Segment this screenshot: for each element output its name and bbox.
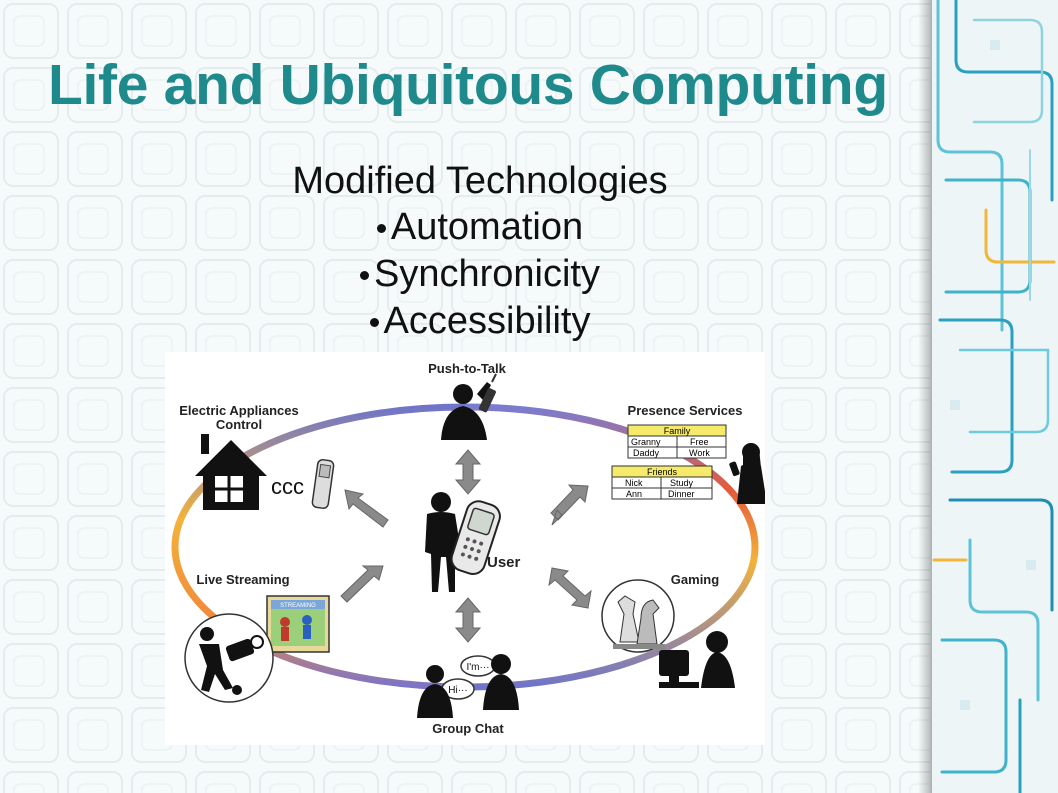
bullet-text: Synchronicity — [374, 253, 600, 295]
walkie-talkie-icon — [478, 373, 497, 413]
bullet-text: Automation — [390, 206, 584, 248]
center-user-label: User — [487, 554, 521, 571]
family-table: Family Granny Free Daddy Work — [627, 424, 727, 459]
node-label-presence-services: Presence Services — [628, 403, 743, 418]
page-edge-shadow — [918, 0, 932, 793]
node-label-push-to-talk: Push-to-Talk — [428, 361, 507, 376]
friends-cell: Dinner — [668, 489, 695, 499]
chess-pieces-icon — [601, 579, 675, 653]
mobile-phone-icon — [450, 500, 501, 576]
friends-table: Friends Nick Study Ann Dinner — [611, 465, 713, 500]
node-label-electric-control: Control — [216, 417, 262, 432]
family-table-header: Family — [664, 426, 691, 436]
gamer-at-computer-icon — [659, 631, 735, 688]
bullet-text: Accessibility — [383, 300, 591, 342]
chat-people-icon — [417, 654, 519, 718]
friends-table-header: Friends — [647, 467, 678, 477]
push-to-talk-person-icon — [441, 382, 491, 440]
user-figure-icon — [425, 492, 501, 592]
chat-bubble-icon: I'm··· — [460, 655, 496, 677]
presence-woman-icon — [729, 443, 765, 504]
node-label-electric-appliances: Electric Appliances — [179, 403, 298, 418]
friends-cell: Nick — [625, 478, 643, 488]
ubiquitous-computing-diagram: User Push-to-Talk Presence Services Fami… — [165, 352, 765, 745]
family-cell: Granny — [631, 437, 661, 447]
bullet-item: Automation — [200, 204, 760, 251]
remote-phone-icon — [311, 459, 335, 509]
family-cell: Free — [690, 437, 709, 447]
friends-cell: Ann — [626, 489, 642, 499]
decorative-circuit-strip — [930, 0, 1058, 793]
bullet-dot-icon — [369, 318, 379, 327]
ring-right-arc — [464, 403, 759, 691]
soccer-camera-icon — [184, 613, 274, 703]
bullet-item: Accessibility — [200, 298, 760, 345]
connection-arrows — [340, 449, 592, 643]
family-cell: Daddy — [633, 448, 660, 458]
chat-bubble-text: I'm··· — [466, 662, 489, 673]
chat-bubble-text: Hi··· — [448, 685, 467, 696]
slide-title: Life and Ubiquitous Computing — [48, 53, 888, 117]
bullet-list: Automation Synchronicity Accessibility — [200, 204, 760, 345]
ring-left-arc — [171, 403, 466, 691]
bullet-item: Synchronicity — [200, 251, 760, 298]
signal-waves-icon: ccc — [271, 474, 304, 499]
node-label-group-chat: Group Chat — [432, 721, 504, 736]
bullet-dot-icon — [360, 271, 369, 280]
friends-cell: Study — [670, 478, 694, 488]
house-icon — [195, 434, 267, 510]
node-label-live-streaming: Live Streaming — [196, 572, 289, 587]
bullet-dot-icon — [376, 224, 386, 233]
slide-subtitle: Modified Technologies — [292, 160, 668, 202]
family-cell: Work — [689, 448, 710, 458]
streaming-screen-icon: STREAMING — [266, 595, 330, 653]
slide-content: Modified Technologies Automation Synchro… — [200, 158, 760, 345]
streaming-screen-text: STREAMING — [280, 603, 316, 609]
node-label-gaming: Gaming — [671, 572, 719, 587]
